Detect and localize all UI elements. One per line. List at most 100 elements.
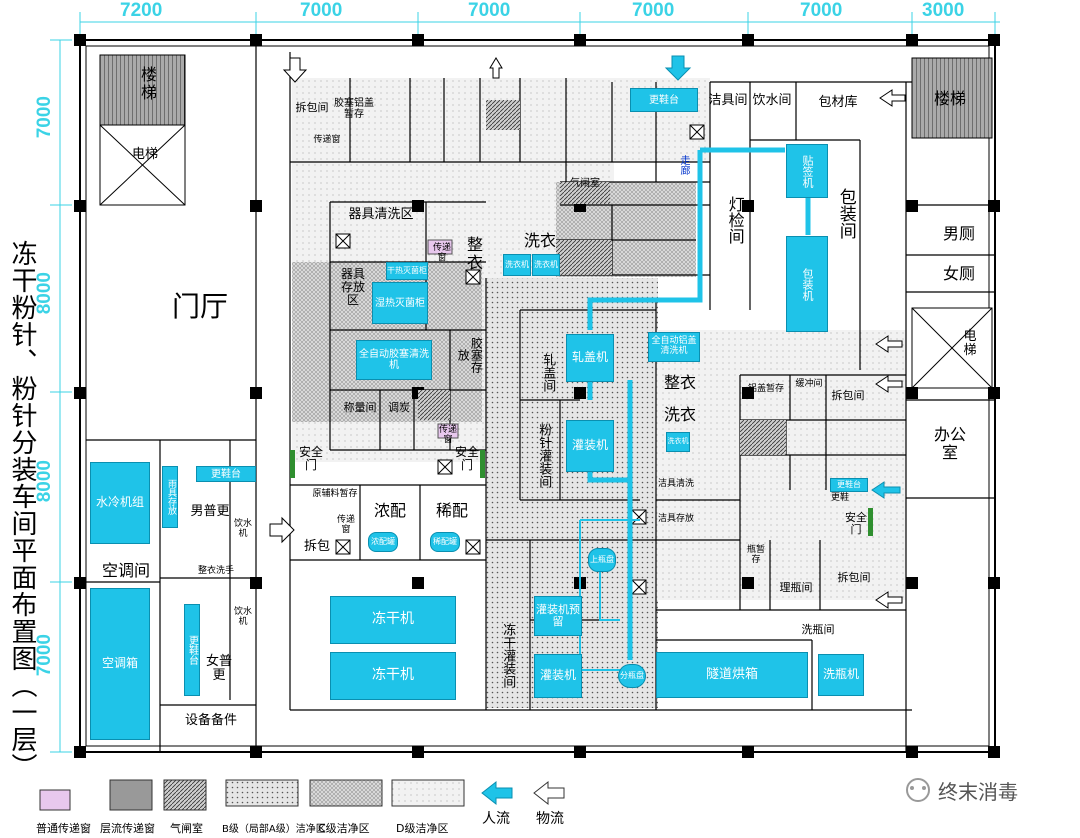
equip-packer: 包装机: [786, 236, 828, 332]
room-drinking-room: 饮水间: [752, 93, 792, 108]
equip-auto-al-wash: 全自动铝盖清洗机: [648, 332, 700, 362]
room-tidy-1: 整衣: [466, 235, 483, 272]
dim-top-5: 7000: [800, 0, 843, 21]
equip-cold-water: 水冷机组: [90, 462, 150, 544]
equip-change-counter-mid: 更鞋台: [830, 478, 868, 492]
room-drinking-1: 饮水机: [233, 519, 252, 539]
room-al-store: 铝盖暂存: [747, 384, 784, 394]
room-cleaning-tools: 洁具间: [708, 93, 748, 108]
label-corridor: 走廊: [678, 155, 689, 175]
equip-freeze-dryer-2: 冻干机: [330, 652, 456, 700]
room-equip-wash-area: 器具清洗区: [348, 207, 414, 222]
room-freeze-fill: 冻干灌装间: [500, 622, 516, 688]
room-capping: 轧盖间: [540, 352, 556, 392]
room-bottle-sort: 理瓶间: [779, 581, 813, 594]
room-bottle-store: 瓶暂存: [746, 545, 765, 565]
equip-washer: 洗瓶机: [818, 654, 864, 696]
room-stair-left: 楼梯: [140, 65, 157, 102]
dim-left-1: 7000: [34, 96, 55, 139]
room-carbon: 调炭: [388, 401, 410, 414]
watermark: 终末消毒: [938, 780, 1018, 804]
room-elevator-left: 电梯: [131, 147, 158, 162]
equip-washing-machine-3: 洗衣机: [666, 432, 690, 452]
room-unpack-r: 拆包间: [831, 389, 865, 402]
room-women-change: 女普更: [205, 654, 232, 684]
room-tidy-2: 整衣: [663, 373, 696, 392]
room-powder-fill: 粉针灌装间: [536, 422, 552, 488]
equip-load-table: 上瓶盘: [588, 548, 616, 572]
room-unpack-mid: 拆包: [303, 539, 330, 554]
room-unpack-top: 拆包间: [295, 101, 329, 114]
equip-dilute-tank: 稀配罐: [430, 532, 460, 552]
room-drinking-2: 饮水机: [233, 607, 252, 627]
equip-dry-sterilizer: 干热灭菌柜: [386, 262, 428, 280]
dim-top-1: 7200: [120, 0, 163, 21]
legend-label-person-flow: 人流: [482, 811, 510, 827]
label-airlock-1: 气闸室: [570, 178, 600, 189]
room-stopper-store: 胶塞铝盖暂存: [334, 98, 374, 120]
equip-change-counter-top: 更鞋台: [196, 466, 256, 482]
legend-label-laminar-window: 层流传递窗: [100, 822, 155, 835]
room-elevator-right: 电梯: [963, 329, 977, 359]
room-unpack-r2: 拆包间: [837, 571, 871, 584]
room-bottle-wash: 洗瓶间: [801, 623, 835, 636]
dim-top-3: 7000: [468, 0, 511, 21]
label-pass-1: 传递窗: [432, 243, 451, 263]
room-weigh: 称量间: [343, 401, 377, 414]
room-men-toilet: 男厕: [942, 224, 975, 243]
room-clean-tools-wash: 洁具清洗: [657, 479, 694, 489]
legend-label-grade-b: B级（局部A级）洁净区: [222, 824, 326, 835]
dim-top-2: 7000: [300, 0, 343, 21]
room-safety-door-m: 安全门: [454, 445, 479, 473]
room-wash-2: 洗衣: [663, 405, 696, 424]
room-safety-door-r: 安全门: [845, 511, 867, 537]
room-raw-store: 原辅料暂存: [312, 489, 358, 499]
legend-label-material-flow: 物流: [536, 811, 564, 827]
room-women-toilet: 女厕: [942, 264, 975, 283]
room-lobby: 门厅: [171, 290, 228, 323]
equip-capper: 轧盖机: [566, 334, 614, 382]
dim-top-4: 7000: [632, 0, 675, 21]
equip-auto-stopper-wash: 全自动胶塞清洗机: [356, 340, 432, 380]
equip-filler-1: 灌装机: [566, 420, 614, 472]
room-tool-store: 器具存放区: [340, 267, 365, 308]
room-clean-tools-store: 洁具存放: [657, 514, 694, 524]
room-office: 办公室: [933, 425, 966, 462]
room-aircon: 空调间: [101, 561, 150, 580]
page-title: 冻干粉针、粉针分装车间平面布置图（一层）: [7, 240, 37, 780]
room-light-check: 灯检间: [725, 196, 745, 244]
room-packing: 包装间: [835, 187, 856, 239]
equip-washing-machine-2: 洗衣机: [532, 254, 560, 276]
legend-label-grade-c: C级洁净区: [318, 822, 370, 835]
room-wash-1: 洗衣: [523, 231, 556, 250]
label-pass-4: 传递窗: [336, 515, 355, 535]
room-concentrate: 浓配: [373, 501, 406, 520]
equip-rain-gear: 雨具存放: [162, 466, 178, 528]
equip-aircon-box: 空调箱: [90, 588, 150, 740]
equip-labeler: 贴签机: [786, 144, 828, 198]
room-safety-door-l: 安全门: [298, 445, 323, 473]
legend-label-grade-d: D级洁净区: [396, 822, 449, 835]
room-change-shoe-r: 更鞋: [830, 493, 849, 503]
legend-label-pass-window: 普通传递窗: [36, 822, 91, 835]
equip-filler-pre: 灌装机预留: [534, 596, 582, 636]
equip-change-counter-v: 更鞋台: [184, 604, 200, 696]
room-men-change: 男普更: [190, 504, 230, 519]
room-equipment-spare: 设备备件: [184, 713, 237, 728]
room-stair-right: 楼梯: [933, 89, 966, 108]
equip-divider: 分瓶盘: [618, 664, 646, 688]
equip-change-shoe-top: 更鞋台: [630, 88, 698, 112]
legend-label-airlock: 气闸室: [170, 822, 203, 835]
label-pass-2: 传递窗: [438, 425, 457, 445]
label-pass-3: 传递窗: [313, 135, 341, 145]
dim-top-6: 3000: [922, 0, 965, 21]
equip-filler-2: 灌装机: [534, 654, 582, 698]
equip-washing-machine-1: 洗衣机: [503, 254, 531, 276]
room-washing-hands: 整衣洗手: [197, 566, 234, 576]
room-buffer-2: 缓冲间: [795, 379, 823, 389]
equip-tunnel-oven: 隧道烘箱: [656, 652, 808, 698]
equip-freeze-dryer-1: 冻干机: [330, 596, 456, 644]
equip-conc-tank: 浓配罐: [368, 532, 398, 552]
room-material-store: 包材库: [818, 95, 858, 110]
room-dilute: 稀配: [435, 501, 468, 520]
